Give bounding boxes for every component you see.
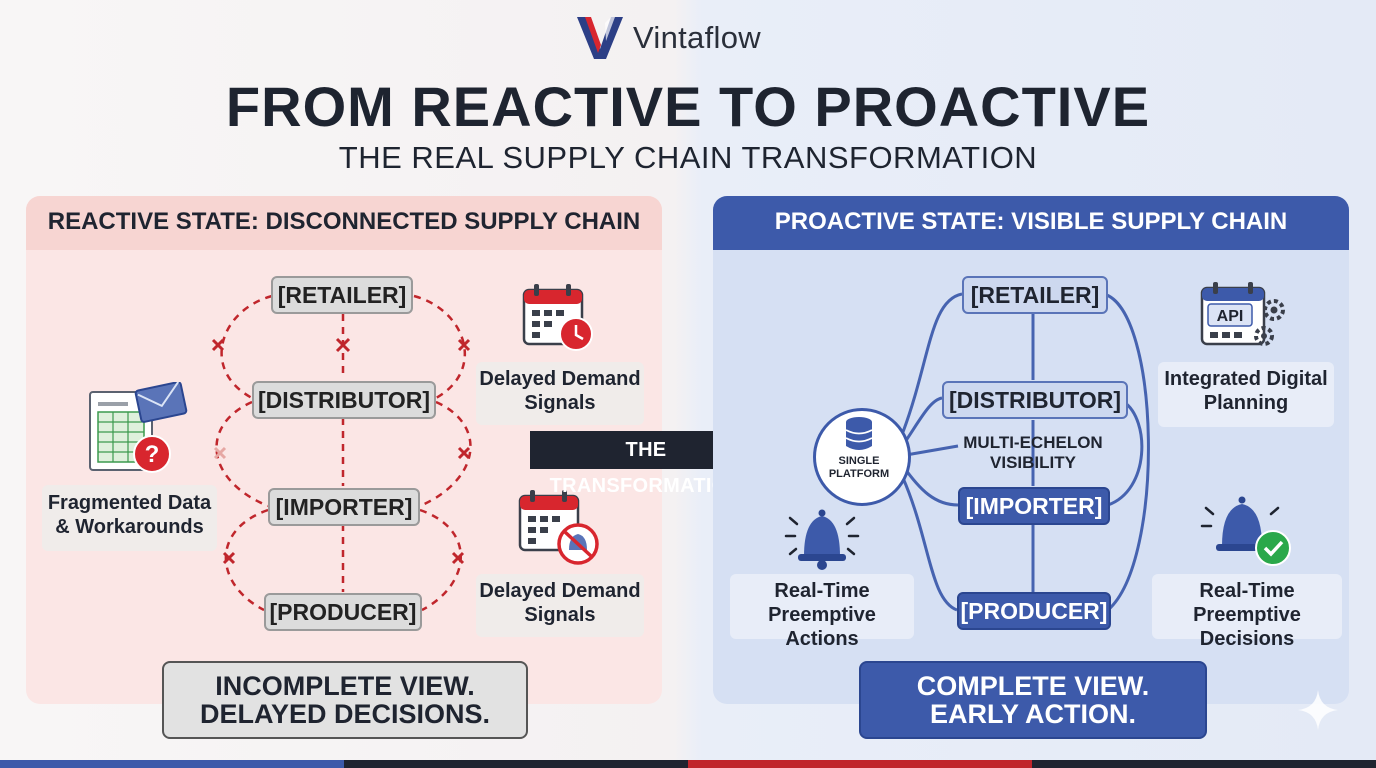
footer-bar-red — [688, 760, 1032, 768]
spreadsheet-email-icon: ? — [89, 382, 188, 473]
vintaflow-logo-icon — [577, 17, 623, 59]
reactive-node-importer: [IMPORTER] — [268, 488, 420, 526]
svg-text:?: ? — [145, 441, 160, 468]
proactive-node-producer: [PRODUCER] — [957, 592, 1111, 630]
fragmented-line-2: & Workarounds — [55, 516, 204, 538]
alert-bell-icon — [784, 509, 860, 570]
hub-line-2: PLATFORM — [828, 468, 890, 480]
integrated-planning-card: Integrated Digital Planning — [1158, 362, 1334, 427]
reactive-node-producer: [PRODUCER] — [264, 593, 422, 631]
multi-echelon-label: MULTI-ECHELON VISIBILITY — [958, 433, 1108, 473]
delayed-signal-card-bottom: Delayed Demand Signals — [476, 574, 644, 637]
delayed-signal-bottom-line-2: Signals — [524, 604, 596, 626]
reactive-summary-line-2: DELAYED DECISIONS. — [199, 699, 491, 729]
single-platform-label: SINGLE PLATFORM — [813, 455, 905, 481]
fragmented-data-card: Fragmented Data & Workarounds — [42, 485, 217, 551]
reactive-node-distributor: [DISTRIBUTOR] — [252, 381, 436, 419]
proactive-summary-box: COMPLETE VIEW. EARLY ACTION. — [859, 661, 1207, 739]
delayed-signal-card-top: Delayed Demand Signals — [476, 362, 644, 425]
proactive-panel-header — [713, 196, 1349, 250]
page-subtitle: THE REAL SUPPLY CHAIN TRANSFORMATION — [338, 140, 1038, 175]
realtime-decisions-line-2: Preemptive Decisions — [1193, 604, 1301, 650]
reactive-node-retailer: [RETAILER] — [271, 276, 413, 314]
footer-bar-blue-1 — [0, 760, 344, 768]
proactive-summary-line-2: EARLY ACTION. — [929, 699, 1137, 729]
realtime-actions-line-2: Preemptive Actions — [768, 604, 876, 650]
proactive-panel-title: PROACTIVE STATE: VISIBLE SUPPLY CHAIN — [774, 208, 1288, 235]
footer-bar-dark-1 — [344, 760, 688, 768]
reactive-panel-header — [26, 196, 662, 250]
api-label: API — [1217, 308, 1244, 325]
api-calendar-gear-icon: API — [1200, 282, 1285, 346]
integrated-line-2: Planning — [1203, 392, 1289, 414]
integrated-line-1: Integrated Digital — [1164, 368, 1328, 390]
reactive-summary-box: INCOMPLETE VIEW. DELAYED DECISIONS. — [162, 661, 528, 739]
reactive-summary-line-1: INCOMPLETE VIEW. — [215, 671, 475, 701]
realtime-actions-line-1: Real-Time — [774, 580, 870, 602]
hub-line-1: SINGLE — [838, 455, 880, 467]
delayed-signal-top-line-1: Delayed Demand — [479, 368, 641, 390]
realtime-decisions-card: Real-Time Preemptive Decisions — [1152, 574, 1342, 650]
multi-echelon-line-2: VISIBILITY — [990, 453, 1076, 472]
logo: Vintaflow — [575, 15, 761, 61]
calendar-clock-icon — [522, 284, 593, 351]
realtime-decisions-line-1: Real-Time — [1199, 580, 1295, 602]
delayed-signal-top-line-2: Signals — [524, 392, 596, 414]
database-icon — [845, 417, 873, 450]
fragmented-line-1: Fragmented Data — [47, 492, 212, 514]
realtime-actions-card: Real-Time Preemptive Actions — [730, 574, 914, 650]
broken-link-marks — [211, 337, 471, 565]
multi-echelon-line-1: MULTI-ECHELON — [963, 433, 1103, 452]
delayed-signal-bottom-line-1: Delayed Demand — [479, 580, 641, 602]
proactive-node-retailer: [RETAILER] — [962, 276, 1108, 314]
bell-check-icon — [1200, 496, 1291, 566]
proactive-node-importer: [IMPORTER] — [958, 487, 1110, 525]
calendar-blocked-bell-icon — [518, 490, 599, 565]
page-title: FROM REACTIVE TO PROACTIVE — [225, 75, 1151, 138]
sparkle-icon — [1298, 690, 1338, 730]
proactive-node-distributor: [DISTRIBUTOR] — [942, 381, 1128, 419]
footer-bar-dark-2 — [1032, 760, 1376, 768]
proactive-summary-line-1: COMPLETE VIEW. — [916, 671, 1150, 701]
reactive-panel-title: REACTIVE STATE: DISCONNECTED SUPPLY CHAI… — [47, 208, 641, 235]
brand-name: Vintaflow — [633, 20, 761, 55]
